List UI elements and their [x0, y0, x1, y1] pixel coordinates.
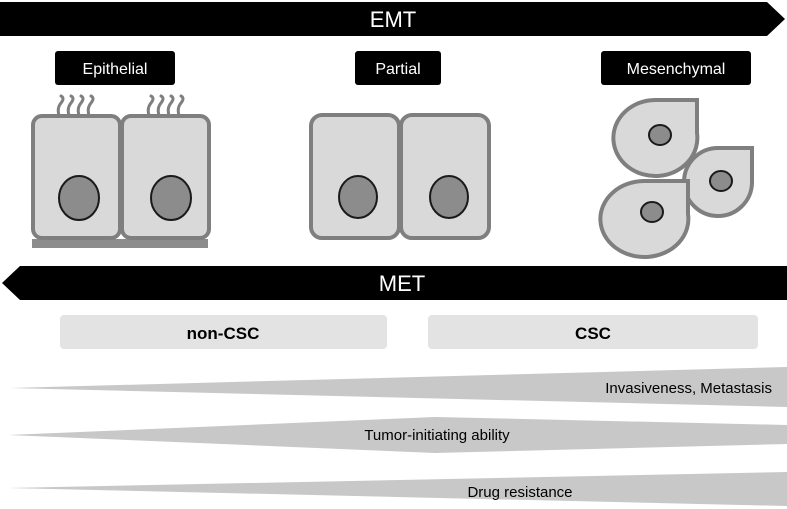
population-csc-label: CSC — [575, 324, 611, 343]
mesenchymal-cells — [598, 98, 754, 259]
partial-nucleus-left — [338, 175, 378, 219]
emt-arrow: EMT — [0, 2, 785, 36]
mesenchymal-nucleus-bottom — [640, 201, 664, 223]
mesenchymal-nucleus-right — [709, 170, 733, 192]
stage-label-partial-text: Partial — [375, 61, 420, 78]
met-arrow-shape — [2, 266, 787, 300]
gradient-drug-resistance-label: Drug resistance — [467, 484, 572, 501]
epithelial-cells — [31, 94, 211, 248]
stage-label-partial: Partial — [355, 51, 441, 85]
partial-cells — [309, 113, 491, 240]
basement-membrane — [32, 239, 208, 248]
gradient-drug-resistance: Drug resistance — [8, 472, 787, 506]
population-non-csc: non-CSC — [60, 315, 387, 349]
stage-label-mesenchymal-text: Mesenchymal — [627, 61, 726, 78]
population-non-csc-label: non-CSC — [187, 324, 260, 343]
gradient-invasiveness-label: Invasiveness, Metastasis — [605, 380, 772, 397]
emt-arrow-label: EMT — [370, 7, 416, 32]
microvilli-right — [146, 94, 185, 120]
gradient-tumor-initiating-label: Tumor-initiating ability — [364, 427, 510, 444]
stage-label-epithelial-text: Epithelial — [83, 61, 148, 78]
microvilli-left — [56, 94, 95, 120]
stage-label-epithelial: Epithelial — [55, 51, 175, 85]
epithelial-nucleus-right — [150, 175, 192, 221]
epithelial-nucleus-left — [58, 175, 100, 221]
population-csc: CSC — [428, 315, 758, 349]
stage-label-mesenchymal: Mesenchymal — [601, 51, 751, 85]
gradient-drug-resistance-wedge — [8, 472, 787, 506]
partial-nucleus-right — [429, 175, 469, 219]
mesenchymal-nucleus-top — [648, 124, 672, 146]
met-arrow-label: MET — [379, 271, 425, 296]
gradient-tumor-initiating: Tumor-initiating ability — [8, 417, 787, 453]
gradient-invasiveness-wedge — [10, 367, 787, 407]
met-arrow: MET — [2, 266, 787, 300]
gradient-tumor-initiating-wedge — [8, 417, 787, 453]
gradient-invasiveness: Invasiveness, Metastasis — [10, 367, 787, 407]
emt-arrow-shape — [0, 2, 785, 36]
